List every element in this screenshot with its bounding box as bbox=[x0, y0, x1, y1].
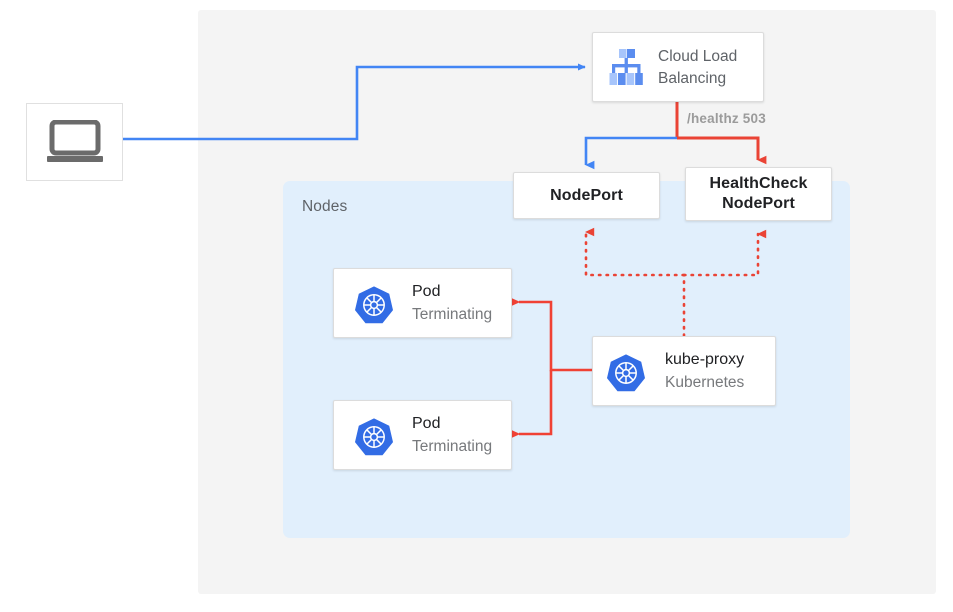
pod-status-1: Terminating bbox=[412, 306, 493, 323]
healthz-annotation: /healthz 503 bbox=[687, 111, 766, 126]
laptop-icon bbox=[46, 120, 103, 162]
cloud-load-balancing-label: Cloud Load Balancing bbox=[658, 46, 758, 90]
cloud-load-balancing-card: Cloud Load Balancing bbox=[592, 32, 764, 102]
healthcheck-nodeport-line2: NodePort bbox=[722, 195, 795, 212]
pod-card-1: Pod Terminating bbox=[333, 268, 512, 338]
healthcheck-nodeport-line1: HealthCheck bbox=[709, 175, 808, 192]
healthcheck-nodeport-label: HealthCheck NodePort bbox=[709, 174, 807, 214]
kube-proxy-text: kube-proxy Kubernetes bbox=[665, 348, 744, 394]
kube-proxy-subtitle: Kubernetes bbox=[665, 374, 745, 391]
nodeport-card: NodePort bbox=[513, 172, 660, 219]
pod-title-1: Pod bbox=[412, 283, 441, 300]
pod-title-2: Pod bbox=[412, 415, 441, 432]
kubernetes-icon bbox=[607, 354, 645, 392]
cloud-load-balancing-line1: Cloud Load bbox=[658, 48, 738, 65]
client-laptop-card bbox=[26, 103, 123, 181]
nodes-region-label: Nodes bbox=[302, 198, 348, 215]
pod-text-2: Pod Terminating bbox=[412, 412, 492, 458]
cloud-load-balancing-line2: Balancing bbox=[658, 70, 727, 87]
nodeport-label: NodePort bbox=[550, 186, 623, 204]
healthcheck-nodeport-card: HealthCheck NodePort bbox=[685, 167, 832, 221]
pod-card-2: Pod Terminating bbox=[333, 400, 512, 470]
kubernetes-icon bbox=[355, 286, 393, 324]
pod-text-1: Pod Terminating bbox=[412, 280, 492, 326]
cloud-load-balancing-icon bbox=[609, 49, 643, 85]
kube-proxy-card: kube-proxy Kubernetes bbox=[592, 336, 776, 406]
kube-proxy-title: kube-proxy bbox=[665, 351, 745, 368]
pod-status-2: Terminating bbox=[412, 438, 493, 455]
kubernetes-icon bbox=[355, 418, 393, 456]
